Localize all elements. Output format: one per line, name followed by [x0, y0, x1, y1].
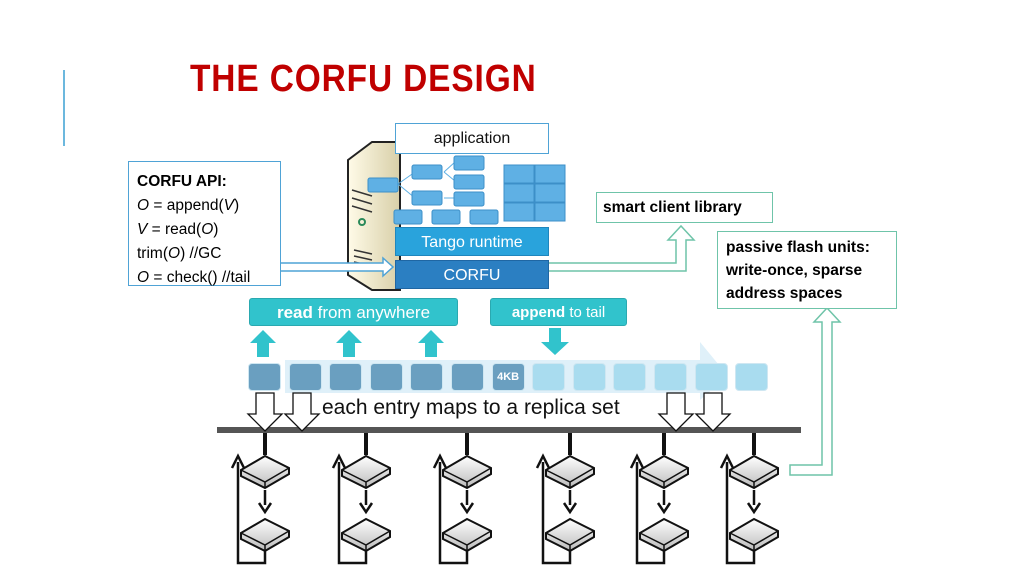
network-bus — [217, 427, 801, 433]
read-from-anywhere-label: read from anywhere — [249, 298, 458, 326]
flash-unit-icon — [729, 517, 779, 553]
flash-unit-icon — [639, 517, 689, 553]
replica-set — [331, 433, 391, 565]
replica-set — [432, 433, 492, 565]
log-entry — [572, 363, 606, 391]
flash-unit-icon — [729, 454, 779, 490]
log-entry: 4KB — [491, 363, 525, 391]
tango-runtime-layer: Tango runtime — [395, 227, 549, 256]
replica-set — [535, 433, 595, 565]
flash-unit-icon — [240, 454, 290, 490]
log-entry — [694, 363, 728, 391]
smart-client-library-label: smart client library — [596, 192, 773, 223]
api-line: O = append(V) — [137, 197, 240, 214]
log-entry — [451, 363, 484, 391]
api-line: V = read(O) — [137, 221, 219, 238]
flash-unit-icon — [442, 454, 492, 490]
hollow-down-arrow — [283, 392, 321, 432]
application-box: application — [395, 123, 549, 154]
api-heading: CORFU API: — [137, 173, 227, 190]
flash-unit-icon — [545, 454, 595, 490]
passive-flash-label: passive flash units: write-once, sparse … — [717, 231, 897, 309]
append-arrow — [541, 328, 569, 355]
log-entry — [613, 363, 647, 391]
flash-unit-icon — [442, 517, 492, 553]
api-line: O = check() //tail — [137, 269, 251, 286]
flash-unit-icon — [341, 517, 391, 553]
log-entry — [410, 363, 444, 391]
read-arrows — [250, 330, 444, 357]
replica-set — [230, 433, 290, 565]
object-grid-icon — [503, 164, 566, 222]
replica-set — [719, 433, 779, 565]
flash-unit-icon — [545, 517, 595, 553]
object-tree-icon — [367, 155, 499, 225]
log-entry — [329, 363, 363, 391]
append-to-tail-label: append to tail — [490, 298, 627, 326]
log-entry — [369, 363, 403, 391]
flash-arrow — [789, 306, 842, 476]
flash-unit-icon — [240, 517, 290, 553]
log-entry — [735, 363, 769, 391]
api-arrow — [281, 256, 395, 278]
corfu-layer: CORFU — [395, 260, 549, 289]
corfu-api-box: CORFU API: O = append(V) V = read(O) trim(… — [128, 161, 281, 286]
replica-set — [629, 433, 689, 565]
page-title: THE CORFU DESIGN — [190, 58, 537, 100]
flash-unit-icon — [341, 454, 391, 490]
log-entry — [248, 363, 281, 391]
hollow-down-arrow — [657, 392, 695, 432]
log-entry — [532, 363, 566, 391]
replica-caption: each entry maps to a replica set — [322, 396, 620, 419]
log-entry — [654, 363, 687, 391]
flash-unit-icon — [639, 454, 689, 490]
hollow-down-arrow — [246, 392, 284, 432]
client-arrow — [549, 224, 696, 272]
replica-sets — [230, 433, 779, 565]
log-entry — [288, 363, 322, 391]
api-line: trim(O) //GC — [137, 245, 222, 262]
hollow-down-arrow — [694, 392, 732, 432]
accent-line — [63, 70, 65, 146]
